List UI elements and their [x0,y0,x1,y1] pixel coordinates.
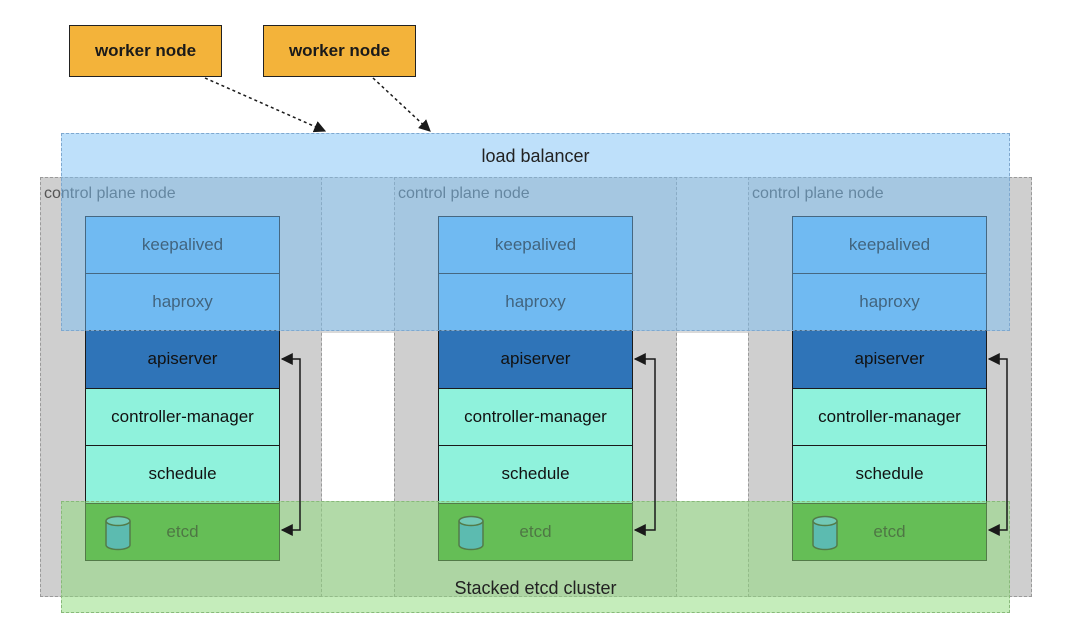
control-plane-node-label: control plane node [44,185,176,202]
apiserver-box: apiserver [85,331,280,389]
etcd-cluster-band [61,501,1010,613]
haproxy-box: haproxy [792,273,987,331]
load-balancer-label: load balancer [481,146,590,166]
apiserver-etcd-arrow [280,353,301,536]
keepalived-box: keepalived [438,216,633,274]
haproxy-box: haproxy [438,273,633,331]
keepalived-box: keepalived [792,216,987,274]
keepalived-box: keepalived [85,216,280,274]
component-label: controller-manager [818,406,961,426]
component-label: keepalived [494,234,577,254]
worker-to-lb-arrow [372,77,431,132]
etcd-cluster-label: Stacked etcd cluster [454,578,617,598]
apiserver-etcd-arrow [633,353,656,536]
component-label: controller-manager [111,406,254,426]
controller-manager-box: controller-manager [85,388,280,446]
gap-1 [322,333,394,501]
component-label: schedule [148,464,217,484]
gap-2 [677,333,748,501]
apiserver-etcd-arrow [987,353,1008,536]
worker-node-label: worker node [288,41,391,60]
component-label: schedule [501,464,570,484]
controller-manager-box: controller-manager [792,388,987,446]
component-label: apiserver [854,349,925,369]
component-label: apiserver [500,349,571,369]
apiserver-box: apiserver [792,331,987,389]
apiserver-box: apiserver [438,331,633,389]
worker-node-label: worker node [94,41,197,60]
control-plane-node-label: control plane node [398,185,530,202]
worker-node-2: worker node [263,25,416,77]
component-label: haproxy [152,291,213,311]
controller-manager-box: controller-manager [438,388,633,446]
worker-node-1: worker node [69,25,222,77]
component-label: haproxy [859,291,920,311]
haproxy-box: haproxy [85,273,280,331]
schedule-box: schedule [85,446,280,504]
control-plane-node-label: control plane node [752,185,884,202]
worker-to-lb-arrow [204,77,327,133]
component-label: controller-manager [464,406,607,426]
component-label: haproxy [505,291,566,311]
component-label: schedule [855,464,924,484]
component-label: keepalived [848,234,931,254]
load-balancer-band [61,133,1010,331]
component-label: apiserver [147,349,218,369]
component-label: keepalived [141,234,224,254]
